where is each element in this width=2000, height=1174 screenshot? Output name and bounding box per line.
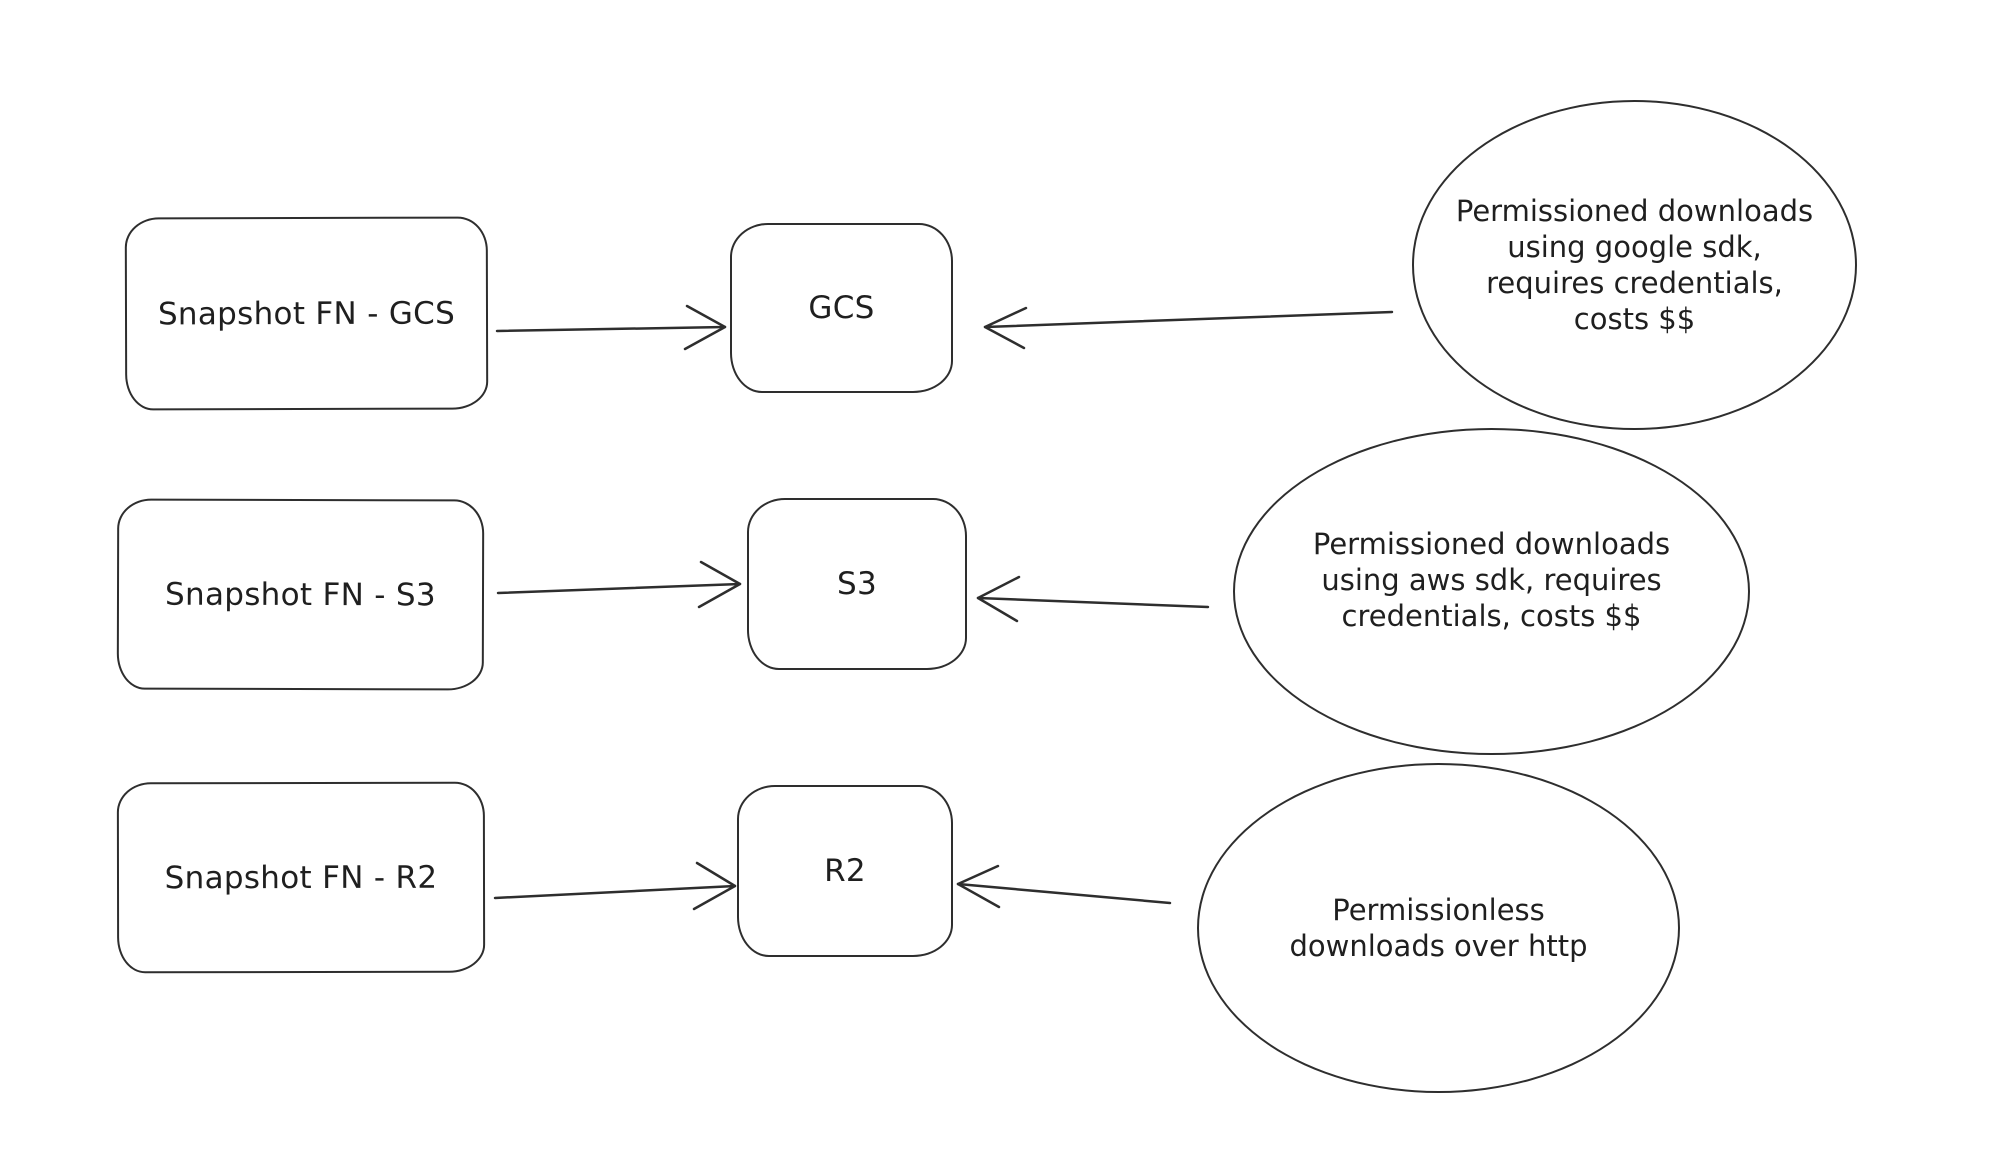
source-node-snapshot-fn-s3: Snapshot FN - S3	[116, 498, 485, 691]
source-node-label: Snapshot FN - GCS	[157, 295, 456, 332]
source-node-snapshot-fn-r2: Snapshot FN - R2	[116, 781, 486, 974]
annotation-text-line: Permissioned downloads	[1455, 194, 1814, 228]
annotation-text-line: Permissionless	[1332, 893, 1545, 927]
arrow-s3-annotation-to-s3	[976, 575, 1210, 623]
target-node-r2: R2	[737, 785, 953, 957]
annotation-text-line: using aws sdk, requires	[1321, 562, 1662, 597]
arrow-gcs-annotation-to-gcs	[983, 306, 1394, 350]
source-node-snapshot-fn-gcs: Snapshot FN - GCS	[124, 216, 489, 411]
annotation-text-line: costs $$	[1573, 302, 1696, 336]
arrow-snapshot-gcs-to-gcs	[495, 304, 727, 351]
source-node-label: Snapshot FN - R2	[164, 859, 438, 896]
annotation-ellipse-s3: Permissioned downloads using aws sdk, re…	[1233, 428, 1750, 755]
target-node-label: GCS	[808, 290, 875, 326]
annotation-text-line: Permissioned downloads	[1312, 526, 1671, 561]
source-node-label: Snapshot FN - S3	[165, 576, 436, 613]
target-node-label: S3	[836, 566, 877, 602]
target-node-s3: S3	[747, 498, 967, 670]
target-node-label: R2	[824, 853, 866, 889]
annotation-ellipse-gcs: Permissioned downloads using google sdk,…	[1412, 100, 1857, 430]
target-node-gcs: GCS	[730, 223, 953, 393]
arrow-snapshot-s3-to-s3	[496, 560, 742, 609]
annotation-text-line: requires credentials,	[1486, 266, 1783, 300]
arrow-snapshot-r2-to-r2	[493, 861, 737, 911]
annotation-text-line: downloads over http	[1289, 929, 1588, 963]
annotation-ellipse-r2: Permissionless downloads over http	[1197, 763, 1680, 1093]
annotation-text-line: credentials, costs $$	[1341, 598, 1642, 633]
annotation-text-line: using google sdk,	[1507, 230, 1762, 264]
arrow-r2-annotation-to-r2	[956, 864, 1172, 909]
